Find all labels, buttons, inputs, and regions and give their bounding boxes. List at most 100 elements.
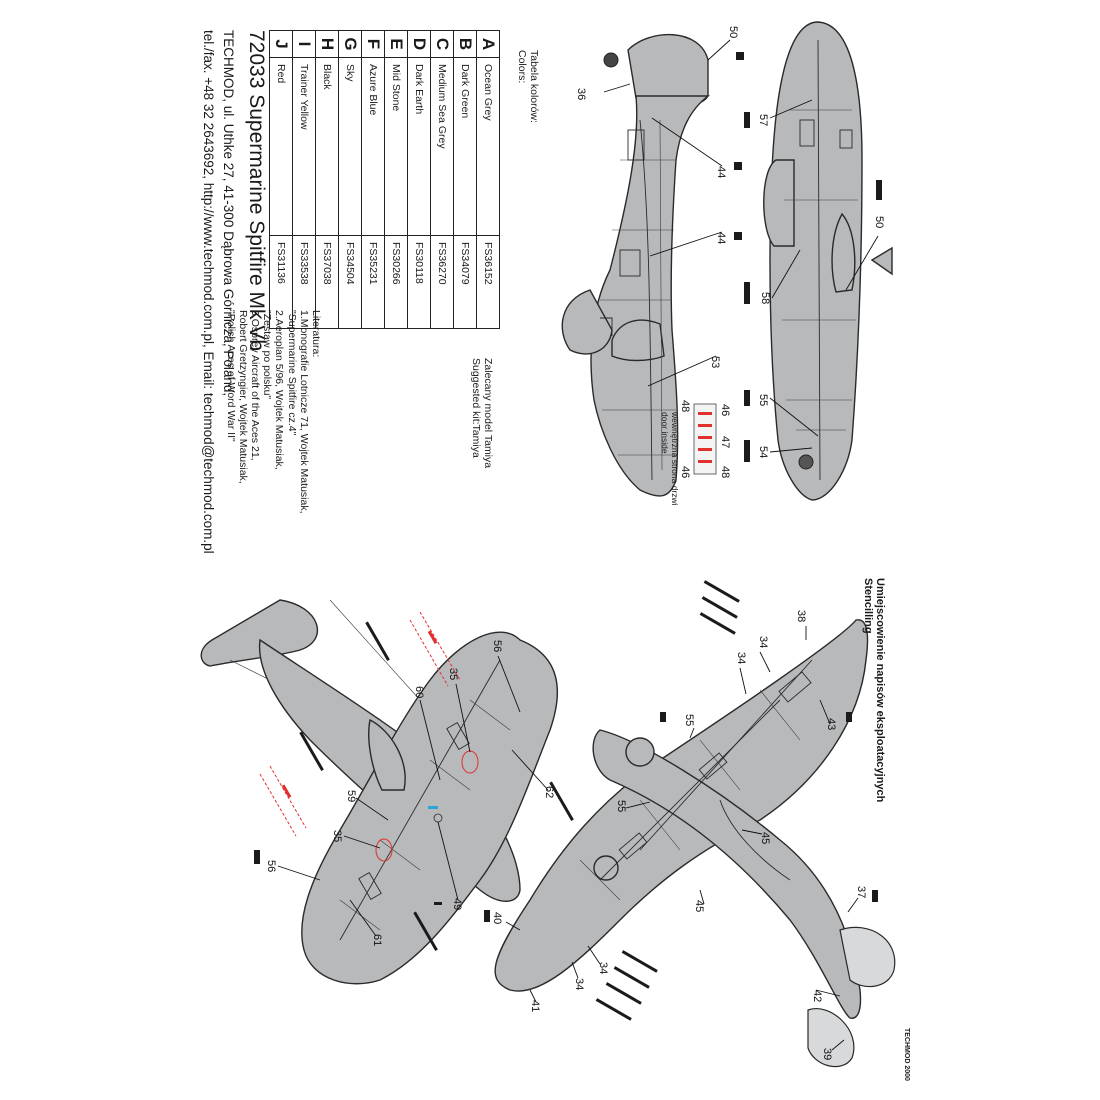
callout-label: 48 [679, 400, 691, 412]
lower-plan-callouts: 56 35 60 62 59 35 56 49 61 [254, 611, 574, 952]
upper-plan-drawing [494, 619, 896, 1068]
callout-label: 43 [825, 718, 837, 730]
literature-line: "Supermarine Spitfire cz.4" [285, 310, 298, 436]
callout-label: 54 [757, 446, 769, 458]
callout-label: 62 [543, 786, 555, 798]
callout-label: 53 [709, 356, 721, 368]
color-code: E [384, 30, 408, 58]
colors-heading-pl: Tabela kolorów: [528, 50, 540, 123]
color-code: A [476, 30, 500, 58]
stencilling-title-en: Stencilling [862, 578, 874, 634]
stencilling-title-pl: Umiejscowienie napisów eksploatacyjnych [874, 578, 886, 803]
color-name: Red [269, 57, 293, 236]
color-code: G [338, 30, 362, 58]
top-view-callouts: 57 50 58 55 54 [744, 99, 885, 462]
color-fs-code: FS36152 [476, 235, 500, 329]
sheet-title: 72033 Supermarine Spitfire Mk Vb [245, 30, 268, 351]
callout-label: 35 [331, 830, 343, 842]
callout-label: 55 [615, 800, 627, 812]
color-name: Mid Stone [384, 57, 408, 236]
color-name: Azure Blue [361, 57, 385, 236]
literature-line: 1.Monografie Lotnicze 71, Wojtek Matusia… [297, 310, 310, 514]
callout-label: 58 [759, 292, 771, 304]
callout-label: 55 [757, 394, 769, 406]
callout-label: 50 [727, 26, 739, 38]
literature-heading: Literatura: [310, 310, 322, 358]
colors-heading: Tabela kolorów: Colors: [516, 50, 540, 123]
callout-label: 47 [719, 436, 731, 448]
callout-label: 61 [371, 934, 383, 946]
callout-label: 41 [529, 1000, 541, 1012]
callout-label: 36 [575, 88, 587, 100]
suggested-kit-pl: Zalecany model Tamiya [482, 358, 494, 469]
callout-label: 39 [821, 1048, 833, 1060]
callout-label: 34 [735, 652, 747, 664]
color-fs-code: FS30118 [407, 235, 431, 329]
color-fs-code: FS34504 [338, 235, 362, 329]
color-name: Medium Sea Grey [430, 57, 454, 236]
color-name: Ocean Grey [476, 57, 500, 236]
callout-label: 46 [719, 404, 731, 416]
side-view-drawing [561, 33, 711, 497]
color-code: J [269, 30, 293, 58]
color-fs-code: FS35231 [361, 235, 385, 329]
door-note-pl: wewnętrzna strona drzwi [670, 412, 680, 506]
callout-label: 34 [573, 978, 585, 990]
color-fs-code: FS34079 [453, 235, 477, 329]
color-code: F [361, 30, 385, 58]
suggested-kit-en: Suggested kit:Tamiya [470, 358, 482, 458]
upper-plan-callouts: 38 34 34 43 55 55 45 45 37 40 34 34 41 [484, 580, 878, 1060]
callout-label: 44 [715, 232, 727, 244]
callout-label: 50 [873, 216, 885, 228]
callout-label: 45 [759, 832, 771, 844]
color-fs-code: FS30266 [384, 235, 408, 329]
color-code: H [315, 30, 339, 58]
callout-label: 45 [693, 900, 705, 912]
color-name: Dark Green [453, 57, 477, 236]
literature: Literatura: 1.Monografie Lotnicze 71, Wo… [224, 310, 322, 514]
color-name: Black [315, 57, 339, 236]
colors-heading-en: Colors: [516, 50, 528, 84]
color-code: D [407, 30, 431, 58]
callout-label: 60 [413, 686, 425, 698]
color-code: B [453, 30, 477, 58]
callout-label: 48 [719, 466, 731, 478]
callout-label: 57 [757, 114, 769, 126]
address-line-1: TECHMOD, ul. Uthke 27, 41-300 Dąbrowa Gó… [221, 30, 236, 397]
callout-label: 37 [855, 886, 867, 898]
callout-label: 59 [345, 790, 357, 802]
color-code: C [430, 30, 454, 58]
literature-line: 2.Aeroplan 5/96, Wojtek Matusiak, [273, 310, 286, 470]
callout-label: 56 [265, 860, 277, 872]
color-code: I [292, 30, 316, 58]
callout-label: 42 [811, 990, 823, 1002]
callout-label: 38 [795, 610, 807, 622]
door-note-en: door inside [660, 412, 670, 454]
suggested-kit: Zalecany model Tamiya Suggested kit:Tami… [470, 358, 494, 468]
callout-label: 55 [683, 714, 695, 726]
red-stencil-marks [259, 611, 461, 837]
callout-label: 46 [679, 466, 691, 478]
address-line-2: tel./fax. +48 32 2643692, http://www.tec… [201, 30, 216, 554]
top-view-drawing [763, 21, 893, 501]
callout-label: 40 [491, 912, 503, 924]
color-fs-code: FS36270 [430, 235, 454, 329]
door-stencil-box [693, 403, 717, 475]
callout-label: 49 [451, 898, 463, 910]
side-view-callouts: 36 44 44 53 50 46 47 48 [575, 26, 744, 478]
lower-plan-drawing [200, 599, 558, 985]
door-note: wewnętrzna strona drzwi door inside [660, 412, 680, 506]
color-name: Trainer Yellow [292, 57, 316, 236]
stencilling-heading: Umiejscowienie napisów eksploatacyjnych … [862, 578, 886, 802]
